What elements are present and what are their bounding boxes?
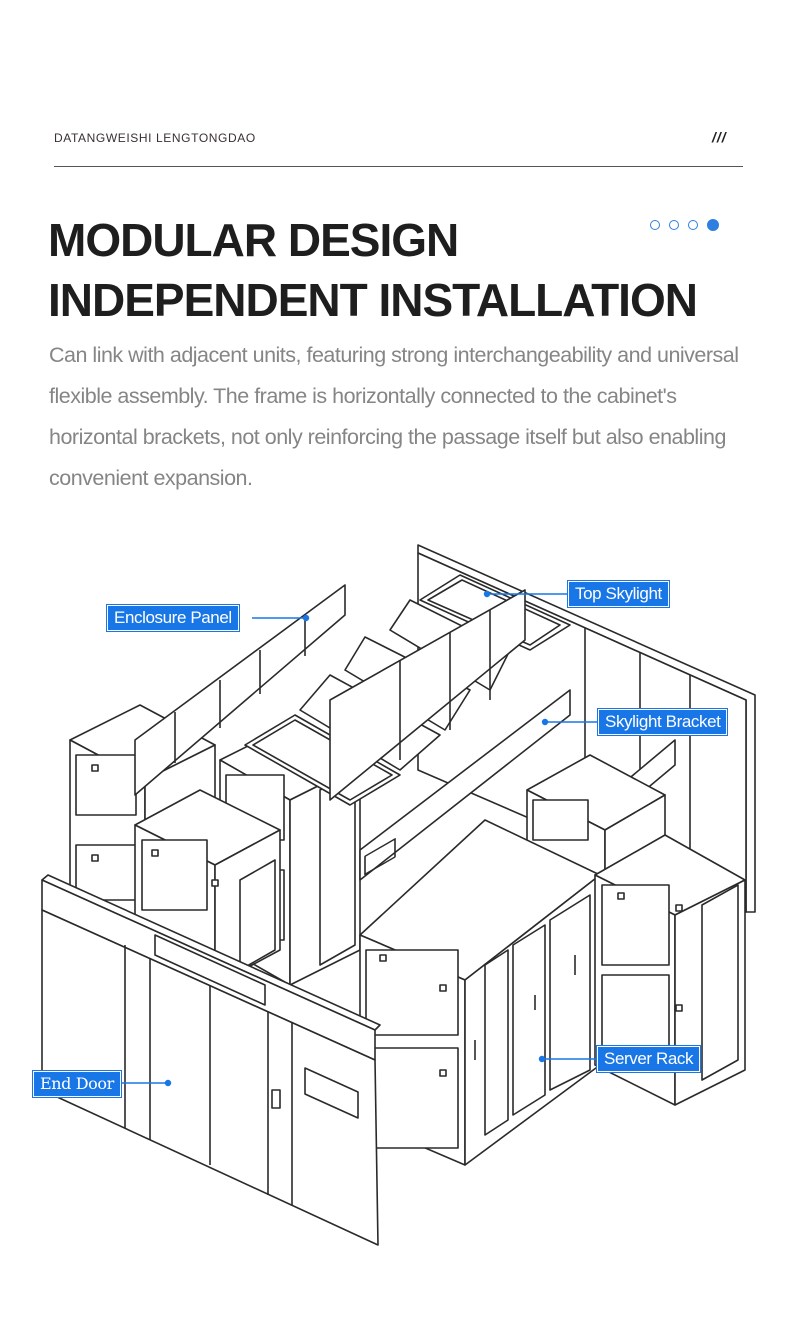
server-rack-callout: Server Rack bbox=[597, 1046, 701, 1072]
header-divider bbox=[54, 166, 743, 167]
enclosure-panel bbox=[134, 584, 346, 796]
cold-aisle-containment-illustration bbox=[41, 544, 756, 1246]
side-brackets-left bbox=[329, 589, 526, 801]
skylight-bracket-callout: Skylight Bracket bbox=[598, 709, 728, 735]
end-door-assembly bbox=[41, 874, 381, 1246]
end-door-callout: End Door bbox=[33, 1071, 121, 1097]
pagination-dot-4-active[interactable] bbox=[707, 219, 719, 231]
pagination-dots bbox=[650, 219, 719, 231]
description-paragraph: Can link with adjacent units, featuring … bbox=[49, 343, 739, 490]
enclosure-panel-callout: Enclosure Panel bbox=[107, 605, 239, 631]
rack-front-middle bbox=[134, 789, 281, 986]
rack-front-right-cluster bbox=[359, 819, 601, 1166]
headline-line-2: INDEPENDENT INSTALLATION bbox=[48, 274, 698, 326]
rack-back-right bbox=[526, 754, 666, 881]
pagination-dot-3[interactable] bbox=[688, 220, 698, 230]
headline-line-1: MODULAR DESIGN bbox=[48, 214, 459, 266]
callout-leaders bbox=[115, 590, 598, 1087]
pagination-dot-1[interactable] bbox=[650, 220, 660, 230]
top-skylight-callout: Top Skylight bbox=[568, 581, 669, 607]
slash-mark: /// bbox=[712, 129, 727, 145]
pagination-dot-2[interactable] bbox=[669, 220, 679, 230]
brand-name: DATANGWEISHI LENGTONGDAO bbox=[54, 131, 256, 145]
